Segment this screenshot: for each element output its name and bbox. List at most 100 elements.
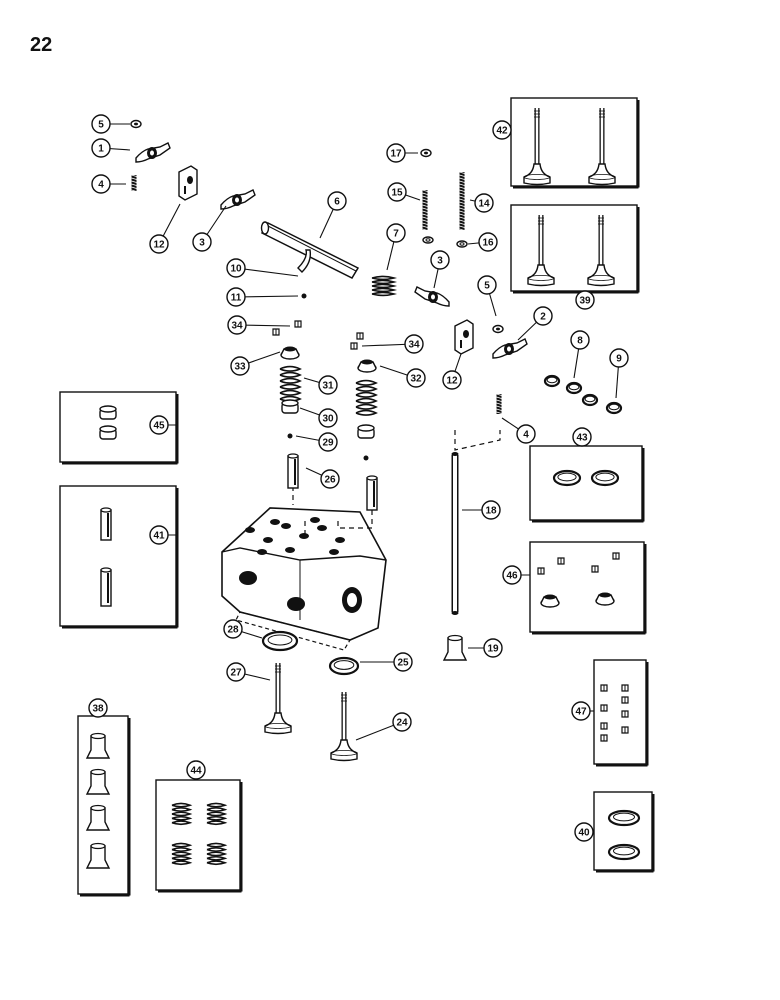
callout-circle <box>442 370 462 390</box>
seal-ring <box>605 401 623 415</box>
callout-14: 14 <box>469 193 494 213</box>
callout-number: 15 <box>391 188 403 199</box>
callout-number: 47 <box>575 707 587 718</box>
stud <box>422 189 428 231</box>
callout-circle <box>227 315 247 335</box>
page-number: 22 <box>30 34 53 56</box>
kit-box <box>529 445 643 521</box>
callout-circle <box>91 114 111 134</box>
callout-circle <box>386 223 406 243</box>
callout-15: 15 <box>387 182 421 202</box>
callout-number: 27 <box>230 668 242 679</box>
callout-39: 39 <box>575 290 595 310</box>
callout-4: 4 <box>91 174 126 194</box>
nut <box>130 119 142 129</box>
callout-number: 38 <box>92 704 104 715</box>
valve-guide <box>287 453 299 489</box>
kit-keeper <box>591 565 599 573</box>
callout-number: 16 <box>482 238 494 249</box>
callout-33: 33 <box>230 351 281 376</box>
valve-seal <box>357 424 375 439</box>
valve-guide <box>366 475 378 511</box>
callout-10: 10 <box>226 258 299 278</box>
rocker-bracket <box>454 319 474 355</box>
callout-number: 8 <box>577 336 583 347</box>
kit-valve <box>523 108 551 186</box>
callout-number: 42 <box>496 126 508 137</box>
callout-number: 4 <box>98 180 104 191</box>
kit-ring <box>607 809 641 827</box>
kit-box <box>510 97 638 187</box>
callout-number: 12 <box>446 376 458 387</box>
callout-number: 7 <box>393 229 399 240</box>
callout-number: 12 <box>153 240 165 251</box>
callout-25: 25 <box>360 652 413 672</box>
callout-43: 43 <box>572 427 592 447</box>
callout-number: 5 <box>98 120 104 131</box>
nut <box>420 148 432 158</box>
callout-number: 4 <box>523 430 529 441</box>
callout-number: 30 <box>322 414 334 425</box>
callout-number: 18 <box>485 506 497 517</box>
callout-number: 5 <box>484 281 490 292</box>
valve-spring <box>355 379 378 416</box>
callout-number: 40 <box>578 828 590 839</box>
callout-number: 25 <box>397 658 409 669</box>
callout-circle <box>387 182 407 202</box>
adjusting-screw <box>496 393 502 414</box>
callout-circle <box>327 191 347 211</box>
callout-circle <box>226 287 246 307</box>
ball <box>363 455 369 461</box>
callout-number: 46 <box>506 571 518 582</box>
callout-circle <box>318 408 338 428</box>
kit-keeper <box>621 696 629 704</box>
callout-number: 34 <box>231 321 243 332</box>
cylinder-head <box>221 507 387 651</box>
callout-29: 29 <box>295 432 338 452</box>
intake-valve <box>330 692 358 762</box>
kit-ring <box>552 469 582 487</box>
tube <box>297 249 312 273</box>
callout-3: 3 <box>192 205 227 252</box>
kit-box <box>529 541 645 633</box>
callout-34: 34 <box>361 334 424 354</box>
callout-26: 26 <box>305 467 340 489</box>
valve-seat-insert <box>328 656 360 676</box>
callout-number: 39 <box>579 296 591 307</box>
callout-1: 1 <box>91 138 131 158</box>
kit-valve <box>587 215 615 287</box>
callout-number: 9 <box>616 354 622 365</box>
callout-number: 43 <box>576 433 588 444</box>
callout-circle <box>430 250 450 270</box>
washer <box>456 240 468 248</box>
kit-box <box>510 204 638 292</box>
callout-circle <box>186 760 206 780</box>
callout-40: 40 <box>574 822 594 842</box>
kit-keeper <box>600 734 608 742</box>
kit-tappet <box>85 842 111 869</box>
callout-circle <box>320 469 340 489</box>
callout-circle <box>230 356 250 376</box>
kit-retainer <box>595 592 615 606</box>
callout-circle <box>481 500 501 520</box>
callout-number: 19 <box>487 644 499 655</box>
valve-keeper <box>272 328 280 336</box>
callout-4: 4 <box>501 417 536 444</box>
seal-ring <box>543 374 561 388</box>
callout-3: 3 <box>430 250 450 289</box>
rocker-bracket <box>178 165 198 201</box>
callout-6: 6 <box>319 191 347 239</box>
callout-circle <box>149 525 169 545</box>
callout-number: 3 <box>437 256 443 267</box>
callout-24: 24 <box>355 712 412 741</box>
adjusting-screw <box>131 174 137 192</box>
valve-seal <box>281 399 299 414</box>
callout-5: 5 <box>91 114 130 134</box>
callout-circle <box>223 619 243 639</box>
callout-45: 45 <box>149 415 176 435</box>
callout-number: 31 <box>322 381 334 392</box>
spring-retainer <box>357 359 377 373</box>
valve-spring <box>279 365 302 402</box>
kit-valve <box>588 108 616 186</box>
callout-8: 8 <box>570 330 590 379</box>
